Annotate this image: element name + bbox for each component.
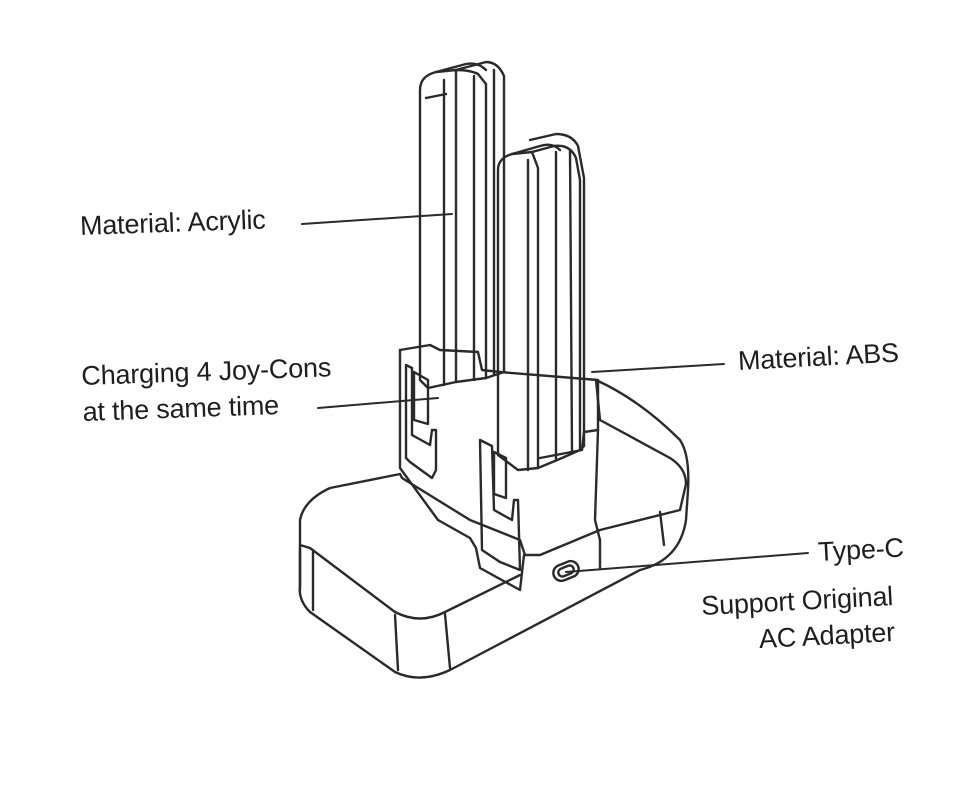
callout-material-acrylic: Material: Acrylic <box>79 202 266 244</box>
dock-housing <box>398 343 602 592</box>
leader-line-type-c <box>565 552 809 573</box>
callout-ac-adapter: Support Original AC Adapter <box>700 578 896 660</box>
callout-type-c-text: Type-C <box>817 532 905 567</box>
acrylic-joycon-front <box>496 132 586 472</box>
callout-charging: Charging 4 Joy-Cons at the same time <box>81 349 333 430</box>
leader-lines <box>301 213 809 573</box>
type-c-port <box>552 559 580 583</box>
leader-line-charging <box>317 397 439 409</box>
leader-line-abs <box>591 363 725 373</box>
callout-material-acrylic-text: Material: Acrylic <box>79 204 267 241</box>
callout-type-c: Type-C <box>817 530 905 570</box>
leader-line-acrylic <box>301 213 453 225</box>
acrylic-joycon-rear <box>418 60 506 390</box>
dock-base <box>298 378 690 679</box>
